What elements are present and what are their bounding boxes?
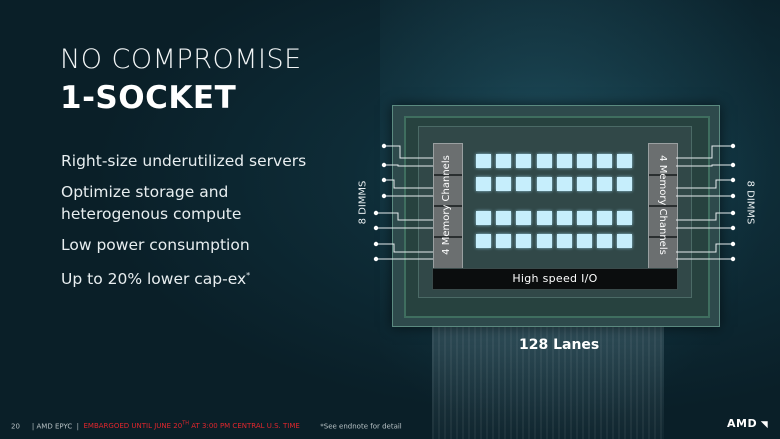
bullet-list: Right-size underutilized servers Optimiz… bbox=[61, 150, 306, 299]
bullet-text: Right-size underutilized servers bbox=[61, 152, 307, 170]
dimm-node bbox=[730, 193, 736, 199]
bullet-item: Optimize storage and heterogenous comput… bbox=[61, 181, 251, 225]
cpu-core bbox=[577, 211, 592, 225]
dimm-node bbox=[373, 210, 379, 216]
amd-logo-text: AMD bbox=[727, 417, 758, 430]
footer-product: AMD EPYC bbox=[36, 422, 73, 431]
dimm-node bbox=[730, 162, 736, 168]
dimm-node bbox=[381, 177, 387, 183]
cpu-core bbox=[536, 154, 552, 168]
memory-channel-divider bbox=[434, 205, 462, 207]
cpu-core bbox=[516, 234, 532, 248]
memory-channel-divider bbox=[649, 236, 677, 238]
dimm-node bbox=[373, 225, 379, 231]
cpu-core bbox=[496, 234, 512, 248]
cpu-core bbox=[597, 211, 613, 225]
cpu-core bbox=[597, 177, 613, 191]
bullet-text: Up to 20% lower cap-ex bbox=[61, 270, 247, 289]
slide-title-line1: NO COMPROMISE bbox=[60, 44, 302, 75]
cpu-core bbox=[577, 154, 592, 168]
dimm-node bbox=[730, 241, 736, 247]
endnote-text: *See endnote for detail bbox=[320, 422, 402, 431]
cpu-core bbox=[516, 177, 532, 191]
cpu-core bbox=[617, 234, 633, 248]
dimm-node bbox=[730, 225, 736, 231]
page-number: 20 bbox=[11, 422, 20, 431]
bullet-item: Right-size underutilized servers bbox=[61, 150, 306, 172]
lanes-label: 128 Lanes bbox=[519, 337, 600, 353]
cpu-core bbox=[476, 177, 491, 191]
dimm-node bbox=[373, 256, 379, 262]
cpu-core bbox=[556, 234, 572, 248]
dimm-node bbox=[373, 241, 379, 247]
bullet-text: Low power consumption bbox=[61, 236, 250, 254]
cpu-core bbox=[536, 211, 552, 225]
cpu-core bbox=[516, 154, 532, 168]
cpu-core bbox=[556, 177, 572, 191]
embargo-prefix: EMBARGOED UNTIL JUNE 20 bbox=[83, 422, 183, 431]
memory-channel-divider bbox=[649, 205, 677, 207]
left-memory-channels-bar bbox=[433, 143, 463, 269]
bullet-text: Optimize storage and heterogenous comput… bbox=[61, 183, 242, 223]
memory-channel-divider bbox=[649, 174, 677, 176]
cpu-core bbox=[496, 154, 512, 168]
dimm-node bbox=[381, 193, 387, 199]
dimm-node bbox=[730, 143, 736, 149]
dimm-node bbox=[381, 143, 387, 149]
cpu-core bbox=[476, 154, 491, 168]
cpu-core bbox=[476, 211, 491, 225]
cpu-core bbox=[536, 177, 552, 191]
right-memory-channels-bar bbox=[648, 143, 678, 269]
cpu-core bbox=[476, 234, 491, 248]
cpu-core bbox=[556, 154, 572, 168]
cpu-core bbox=[536, 234, 552, 248]
cpu-core bbox=[496, 177, 512, 191]
amd-arrow-icon: ◥ bbox=[757, 420, 769, 430]
dimm-node bbox=[730, 177, 736, 183]
dimm-node bbox=[730, 210, 736, 216]
embargo-suffix: AT 3:00 PM CENTRAL U.S. TIME bbox=[189, 422, 300, 431]
left-dimms-label: 8 DIMMS bbox=[357, 180, 369, 225]
cpu-core bbox=[617, 177, 633, 191]
cpu-core bbox=[577, 234, 592, 248]
bullet-item: Low power consumption bbox=[61, 234, 306, 256]
cpu-core bbox=[597, 154, 613, 168]
cpu-core bbox=[516, 211, 532, 225]
footnote-mark: * bbox=[246, 271, 251, 280]
slide-footer: 20| AMD EPYC | EMBARGOED UNTIL JUNE 20TH… bbox=[11, 421, 402, 431]
right-dimms-label: 8 DIMMS bbox=[744, 180, 756, 225]
memory-channel-divider bbox=[434, 236, 462, 238]
slide-title-line2: 1-SOCKET bbox=[60, 80, 237, 116]
embargo-sup: TH bbox=[182, 421, 190, 427]
cpu-core bbox=[577, 177, 592, 191]
cpu-core bbox=[617, 154, 633, 168]
cpu-core bbox=[617, 211, 633, 225]
dimm-node bbox=[730, 256, 736, 262]
dimm-node bbox=[381, 162, 387, 168]
amd-logo: AMD ◥ bbox=[727, 417, 768, 430]
bullet-item: Up to 20% lower cap-ex* bbox=[61, 265, 306, 290]
cpu-core bbox=[496, 211, 512, 225]
memory-channel-divider bbox=[434, 174, 462, 176]
cpu-core bbox=[556, 211, 572, 225]
high-speed-io-bar: High speed I/O bbox=[432, 268, 678, 290]
embargo-notice: EMBARGOED UNTIL JUNE 20TH AT 3:00 PM CEN… bbox=[83, 421, 300, 431]
cpu-core bbox=[597, 234, 613, 248]
